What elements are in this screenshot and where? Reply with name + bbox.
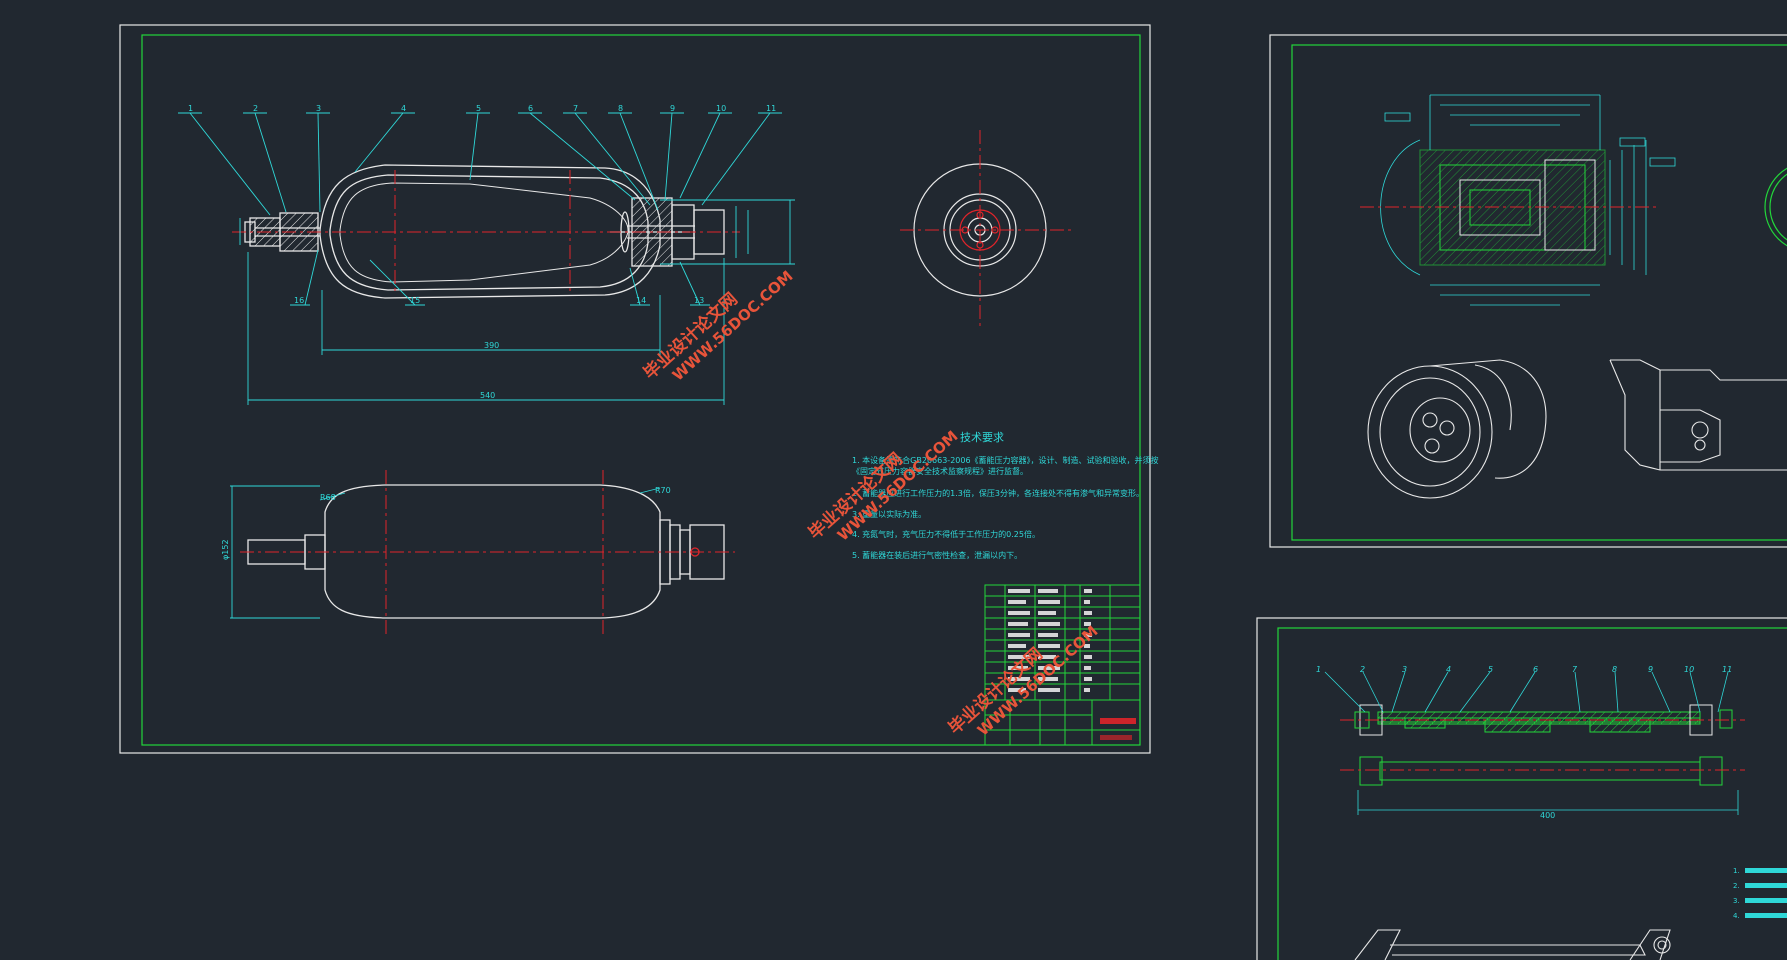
svg-text:1.: 1. [1733, 867, 1740, 875]
part-label-11: 11 [766, 104, 776, 113]
drawing-sheet-assembly: 1 2 3 4 5 6 7 8 9 10 11 400 1. 2. 3. 4. [1256, 617, 1787, 960]
drawing-sheet-valve-detail [1269, 34, 1787, 548]
part-label-2: 2 [253, 104, 258, 113]
part-label-9: 9 [670, 104, 675, 113]
radius-label-right: R70 [655, 486, 671, 495]
part-label-16: 16 [294, 296, 304, 305]
dimension-540: 540 [480, 391, 495, 400]
svg-text:1. 本设备需符合GB20663-2006《蓄能压力容器》，: 1. 本设备需符合GB20663-2006《蓄能压力容器》，设计、制造、试验和验… [852, 455, 1159, 465]
assembly-label-6: 6 [1533, 665, 1538, 674]
part-label-7: 7 [573, 104, 578, 113]
part-label-13: 13 [694, 296, 704, 305]
assembly-label-3: 3 [1402, 665, 1407, 674]
assembly-dimension: 400 [1540, 811, 1555, 820]
isometric-views [1367, 359, 1787, 499]
part-label-4: 4 [401, 104, 406, 113]
svg-text:2.: 2. [1733, 882, 1740, 890]
svg-text:4. 充氮气时，充气压力不得低于工作压力的0.25倍。: 4. 充氮气时，充气压力不得低于工作压力的0.25倍。 [852, 529, 1040, 539]
svg-text:5. 蓄能器在装后进行气密性检查，泄漏以内下。: 5. 蓄能器在装后进行气密性检查，泄漏以内下。 [852, 550, 1022, 560]
svg-text:2. 蓄能器应进行工作压力的1.3倍，保压3分钟，各连接处不: 2. 蓄能器应进行工作压力的1.3倍，保压3分钟，各连接处不得有渗气和异常变形。 [852, 488, 1144, 498]
diameter-label: φ152 [221, 539, 230, 560]
assembly-label-1: 1 [1316, 665, 1321, 674]
watermark-1: 毕业设计论文网 WWW.56DOC.COM [639, 267, 796, 384]
part-label-5: 5 [476, 104, 481, 113]
title-block [984, 584, 1141, 746]
part-label-1: 1 [188, 104, 193, 113]
part-label-8: 8 [618, 104, 623, 113]
svg-text:3. 重量以实际为准。: 3. 重量以实际为准。 [852, 509, 926, 519]
assembly-notes: 1. 2. 3. 4. [1733, 867, 1740, 920]
assembly-label-10: 10 [1684, 665, 1694, 674]
assembly-label-9: 9 [1648, 665, 1653, 674]
assembly-label-5: 5 [1488, 665, 1493, 674]
svg-text:3.: 3. [1733, 897, 1740, 905]
part-label-15: 15 [410, 296, 420, 305]
svg-text:4.: 4. [1733, 912, 1740, 920]
part-label-3: 3 [316, 104, 321, 113]
assembly-label-2: 2 [1360, 665, 1365, 674]
assembly-label-11: 11 [1722, 665, 1732, 674]
part-label-10: 10 [716, 104, 726, 113]
assembly-label-4: 4 [1446, 665, 1451, 674]
technical-notes: 技术要求 1. 本设备需符合GB20663-2006《蓄能压力容器》，设计、制造… [852, 431, 1159, 560]
svg-text:技术要求: 技术要求 [960, 431, 1004, 444]
part-label-14: 14 [636, 296, 646, 305]
assembly-view [1354, 704, 1733, 786]
svg-text:《固定式压力容器安全技术监察规程》进行监督。: 《固定式压力容器安全技术监察规程》进行监督。 [852, 466, 1028, 476]
dimension-390: 390 [484, 341, 499, 350]
assembly-label-7: 7 [1572, 665, 1578, 674]
watermark-3: 毕业设计论文网 WWW.56DOC.COM [944, 622, 1101, 739]
part-label-6: 6 [528, 104, 533, 113]
assembly-label-8: 8 [1612, 665, 1617, 674]
drawing-sheet-accumulator: 1 2 3 4 5 6 7 8 9 10 11 16 15 14 13 390 … [119, 24, 1159, 754]
radius-label-left: R68 [320, 493, 336, 502]
